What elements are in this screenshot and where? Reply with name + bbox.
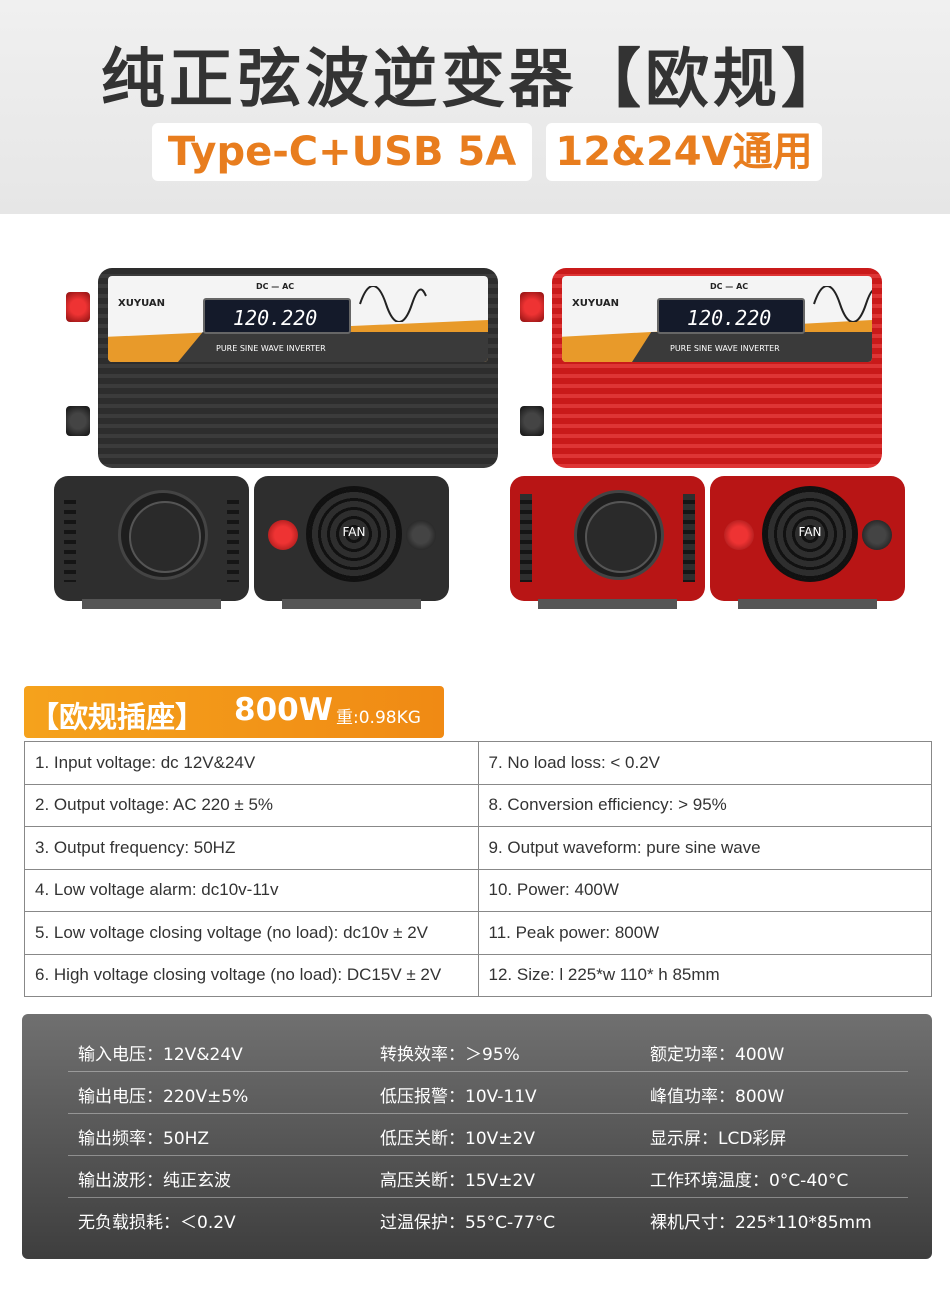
negative-terminal-icon (406, 520, 436, 550)
spec-header-weight: 重:0.98KG (336, 708, 421, 728)
cn-spec: 裸机尺寸：225*110*85mm (650, 1213, 872, 1233)
positive-terminal-icon (520, 292, 544, 322)
cn-spec-box: 输入电压：12V&24V 转换效率：＞95% 额定功率：400W 输出电压：22… (22, 1014, 932, 1259)
table-cell: 10. Power: 400W (477, 868, 932, 912)
cn-spec: 输出电压：220V±5% (78, 1087, 249, 1107)
brand-logo: XUYUAN (572, 298, 619, 309)
lcd-display: 120.220 (657, 298, 805, 334)
cn-spec: 无负载损耗：＜0.2V (78, 1213, 236, 1233)
table-cell: 8. Conversion efficiency: > 95% (477, 783, 932, 827)
table-row: 3. Output frequency: 50HZ 9. Output wave… (24, 826, 932, 870)
table-cell: 12. Size: l 225*w 110* h 85mm (477, 953, 932, 997)
vent-icon (227, 494, 239, 582)
negative-terminal-icon (520, 406, 544, 436)
cn-spec: 输入电压：12V&24V (78, 1045, 243, 1065)
badge-voltage: 12&24V通用 (546, 123, 822, 181)
inverter-body: XUYUAN DC — AC 120.220 PURE SINE WAVE IN… (98, 268, 498, 468)
vent-icon (520, 494, 532, 582)
list-item: 输入电压：12V&24V 转换效率：＞95% 额定功率：400W (68, 1030, 908, 1072)
dc-ac-label: DC — AC (256, 282, 295, 291)
sine-wave-icon (359, 286, 427, 322)
eu-socket-icon (118, 490, 208, 580)
lcd-display: 120.220 (203, 298, 351, 334)
negative-terminal-icon (66, 406, 90, 436)
list-item: 输出电压：220V±5% 低压报警：10V-11V 峰值功率：800W (68, 1072, 908, 1114)
inverter-body: XUYUAN DC — AC 120.220 PURE SINE WAVE IN… (552, 268, 882, 468)
list-item: 输出频率：50HZ 低压关断：10V±2V 显示屏：LCD彩屏 (68, 1114, 908, 1156)
cn-spec: 高压关断：15V±2V (380, 1171, 535, 1191)
table-cell: 7. No load loss: < 0.2V (477, 741, 932, 785)
socket-endcap (54, 476, 249, 609)
dc-ac-label: DC — AC (710, 282, 749, 291)
table-row: 1. Input voltage: dc 12V&24V 7. No load … (24, 741, 932, 785)
table-row: 2. Output voltage: AC 220 ± 5% 8. Conver… (24, 783, 932, 827)
socket-endcap (510, 476, 705, 609)
table-cell: 2. Output voltage: AC 220 ± 5% (24, 783, 479, 827)
cn-spec: 转换效率：＞95% (380, 1045, 520, 1065)
eu-socket-icon (574, 490, 664, 580)
cn-spec: 工作环境温度：0°C-40°C (650, 1171, 849, 1191)
badge-typec-usb: Type-C+USB 5A (152, 123, 532, 181)
front-panel: XUYUAN DC — AC 120.220 PURE SINE WAVE IN… (562, 276, 872, 362)
table-cell: 11. Peak power: 800W (477, 911, 932, 955)
cn-spec: 低压关断：10V±2V (380, 1129, 535, 1149)
table-row: 4. Low voltage alarm: dc10v-11v 10. Powe… (24, 868, 932, 912)
sine-wave-icon (813, 286, 872, 322)
lcd-reading: 120.220 (687, 306, 772, 330)
cn-spec: 显示屏：LCD彩屏 (650, 1129, 787, 1149)
table-cell: 3. Output frequency: 50HZ (24, 826, 479, 870)
fan-label: FAN (798, 525, 822, 539)
page-title: 纯正弦波逆变器【欧规】 (101, 43, 849, 117)
fan-icon: FAN (762, 486, 858, 582)
fan-label: FAN (342, 525, 366, 539)
table-cell: 1. Input voltage: dc 12V&24V (24, 741, 479, 785)
product-subtitle: PURE SINE WAVE INVERTER (216, 344, 326, 353)
brand-logo: XUYUAN (118, 298, 165, 309)
vent-icon (683, 494, 695, 582)
lcd-reading: 120.220 (233, 306, 318, 330)
front-panel: XUYUAN DC — AC 120.220 PURE SINE WAVE IN… (108, 276, 488, 362)
list-item: 输出波形：纯正玄波 高压关断：15V±2V 工作环境温度：0°C-40°C (68, 1156, 908, 1198)
spec-header-label: 【欧规插座】 (30, 700, 205, 734)
table-cell: 4. Low voltage alarm: dc10v-11v (24, 868, 479, 912)
negative-terminal-icon (862, 520, 892, 550)
table-cell: 6. High voltage closing voltage (no load… (24, 953, 479, 997)
cn-spec: 峰值功率：800W (650, 1087, 785, 1107)
header-banner: 纯正弦波逆变器【欧规】 Type-C+USB 5A 12&24V通用 (0, 0, 950, 214)
table-row: 5. Low voltage closing voltage (no load)… (24, 911, 932, 955)
cn-spec: 额定功率：400W (650, 1045, 785, 1065)
vent-icon (64, 494, 76, 582)
spec-table: 1. Input voltage: dc 12V&24V 7. No load … (24, 741, 932, 997)
spec-header: 【欧规插座】 800W 重:0.98KG (24, 686, 444, 738)
positive-terminal-icon (268, 520, 298, 550)
list-item: 无负载损耗：＜0.2V 过温保护：55°C-77°C 裸机尺寸：225*110*… (68, 1198, 908, 1240)
cn-spec: 输出频率：50HZ (78, 1129, 210, 1149)
fan-endcap: FAN (710, 476, 905, 609)
table-cell: 5. Low voltage closing voltage (no load)… (24, 911, 479, 955)
fan-icon: FAN (306, 486, 402, 582)
cn-spec: 输出波形：纯正玄波 (78, 1171, 231, 1191)
spec-header-power: 800W (234, 692, 333, 728)
positive-terminal-icon (66, 292, 90, 322)
positive-terminal-icon (724, 520, 754, 550)
table-row: 6. High voltage closing voltage (no load… (24, 953, 932, 997)
cn-spec: 低压报警：10V-11V (380, 1087, 537, 1107)
table-cell: 9. Output waveform: pure sine wave (477, 826, 932, 870)
product-subtitle: PURE SINE WAVE INVERTER (670, 344, 780, 353)
cn-spec: 过温保护：55°C-77°C (380, 1213, 556, 1233)
fan-endcap: FAN (254, 476, 449, 609)
